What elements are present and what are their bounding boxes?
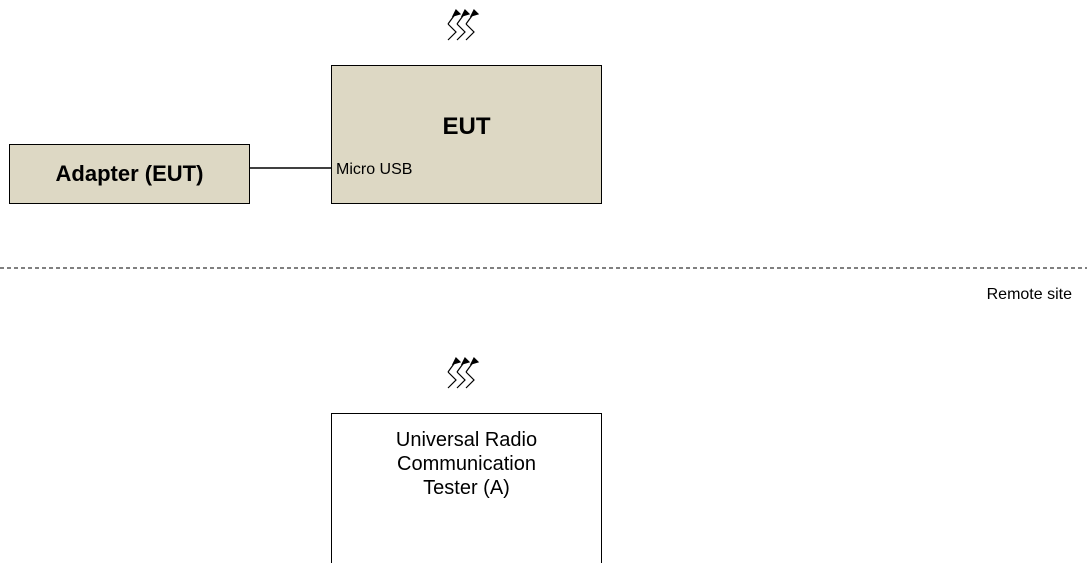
adapter-eut-box: Adapter (EUT)	[9, 144, 250, 204]
eut-box: EUT Micro USB	[331, 65, 602, 204]
wireless-signal-icon	[447, 8, 480, 41]
eut-label: EUT	[442, 113, 491, 140]
adapter-eut-label: Adapter (EUT)	[55, 161, 204, 186]
radio-tester-label: Universal Radio Communication Tester (A)	[395, 429, 538, 499]
remote-site-label: Remote site	[986, 286, 1072, 303]
radio-tester-box: Universal Radio Communication Tester (A)	[331, 413, 602, 563]
wireless-signal-icon	[447, 356, 480, 389]
diagram-connectors	[0, 8, 1087, 389]
micro-usb-port-label: Micro USB	[336, 161, 413, 178]
